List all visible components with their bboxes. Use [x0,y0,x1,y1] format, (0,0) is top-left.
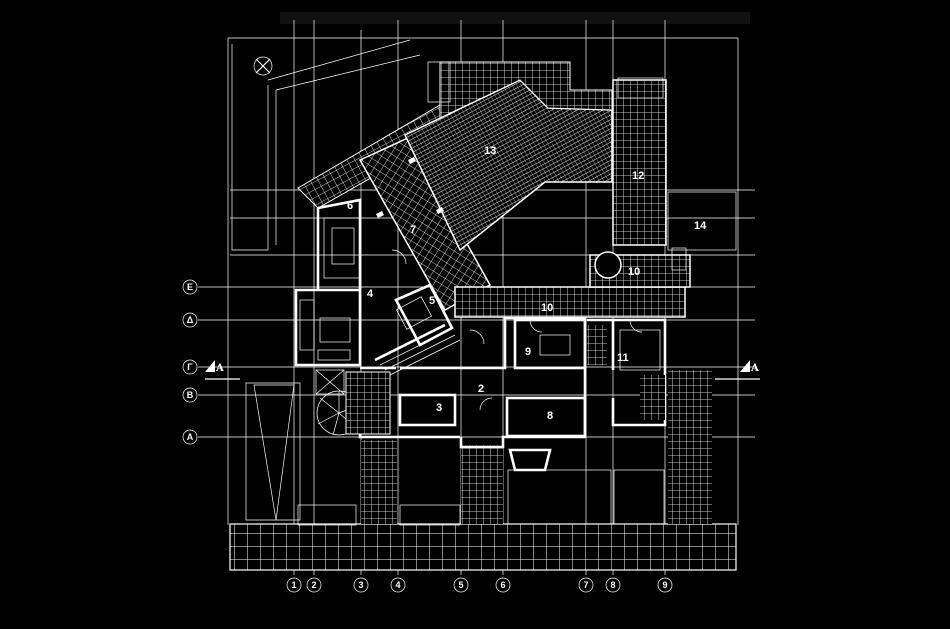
grid-column-markers: 1 2 3 4 5 6 7 8 9 [286,577,673,593]
front-paving [229,523,737,571]
column-marker-5: 5 [458,580,463,590]
column-marker-1: 1 [291,580,296,590]
room-label-12: 12 [632,170,644,182]
room-label-10-terrace: 10 [628,266,640,278]
room-14-area [667,191,737,251]
row-marker-E: Ε [187,282,193,292]
room-12-floor [612,79,667,246]
row-marker-B: Β [187,390,194,400]
north-paving [439,61,613,119]
row-marker-A: Α [187,432,194,442]
room-label-9: 9 [525,346,531,358]
row-marker-G: Γ [187,362,193,372]
room-10-corridor [454,286,686,318]
room-labels: 2 3 4 5 6 7 8 9 10 10 11 12 13 14 [347,145,707,422]
room-label-13: 13 [484,145,496,157]
section-marker-left-label: Α [215,363,224,374]
grid-row-markers: Ε Δ Γ Β Α [182,279,198,445]
room-label-7: 7 [410,224,416,236]
lower-paving-strips [245,370,712,526]
room-label-8: 8 [547,410,553,422]
column-marker-4: 4 [395,580,400,590]
building-walls [294,157,667,472]
column-marker-7: 7 [583,580,588,590]
column-marker-9: 9 [662,580,667,590]
room-label-11: 11 [617,352,629,364]
section-marker-left-icon: Α [205,360,240,380]
column-marker-8: 8 [610,580,615,590]
column-marker-3: 3 [358,580,363,590]
room-7-floor [358,137,492,312]
room-label-6: 6 [347,200,353,212]
room-label-5: 5 [429,295,435,307]
section-marker-right-icon: Α [715,360,760,380]
room-label-14: 14 [694,220,707,232]
room-label-2: 2 [478,383,484,395]
room-label-10-corridor: 10 [541,302,553,314]
room-label-4: 4 [367,288,374,300]
column-marker-6: 6 [500,580,505,590]
north-arrow-icon [253,56,273,76]
top-edge-marks [280,12,750,24]
column-marker-2: 2 [311,580,316,590]
section-marker-right-label: Α [750,363,759,374]
room-label-3: 3 [436,402,442,414]
row-marker-D: Δ [187,315,194,325]
